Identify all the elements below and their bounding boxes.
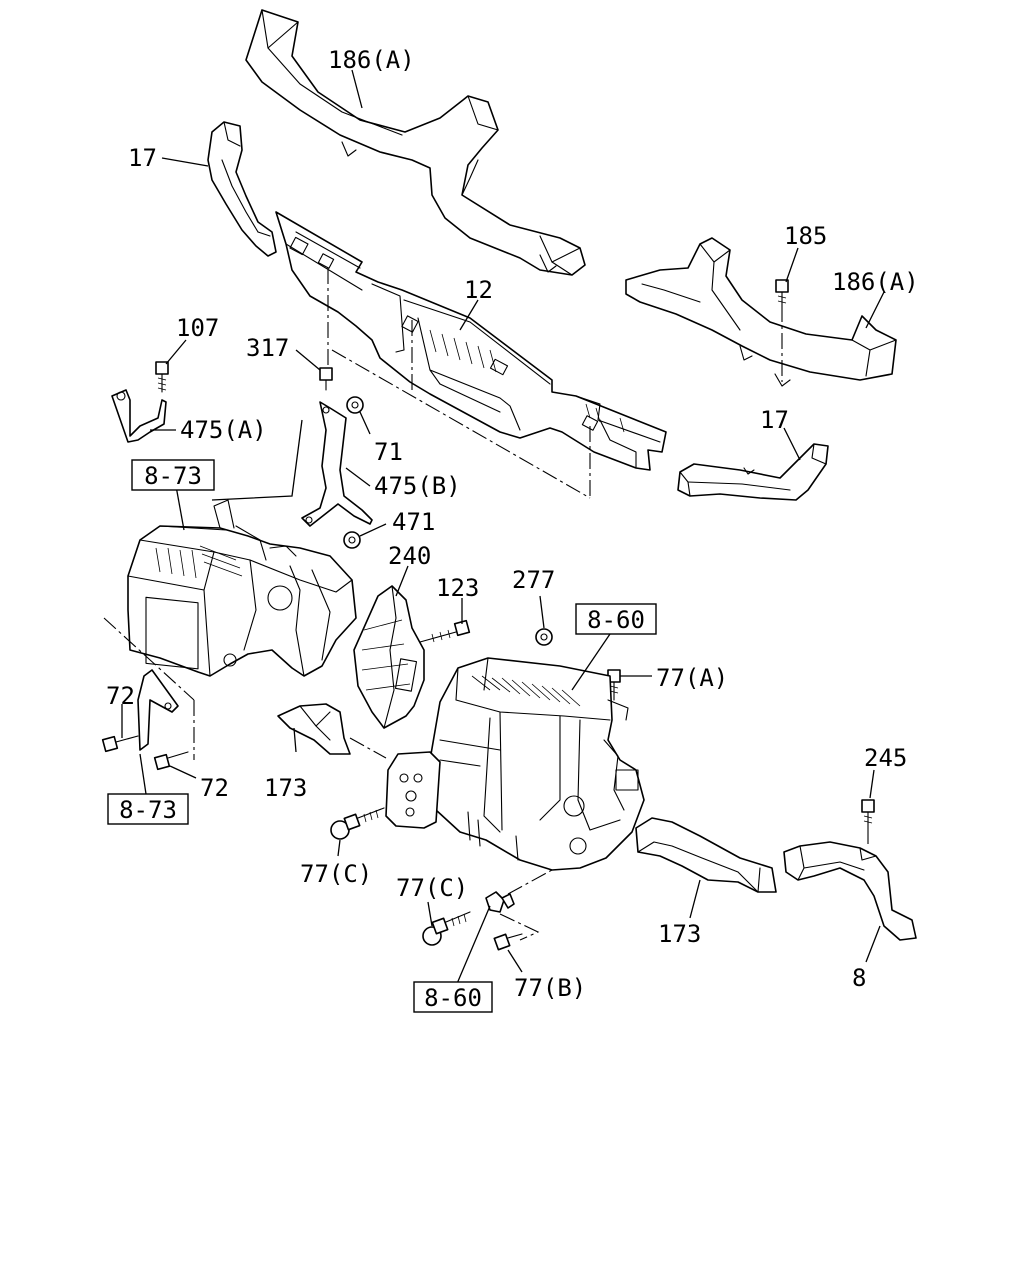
label-173-left: 173 xyxy=(264,774,307,802)
duct-173-left xyxy=(277,703,351,755)
ref-860-bottom-text: 8-60 xyxy=(424,984,482,1012)
screw-77c-bottom xyxy=(422,911,471,946)
label-240: 240 xyxy=(388,542,431,570)
bracket-475a xyxy=(111,389,167,443)
label-186a-top: 186(A) xyxy=(328,46,415,74)
duct-17-left xyxy=(207,121,277,257)
screw-245 xyxy=(861,799,875,829)
clip-8-60 xyxy=(485,891,515,913)
label-8: 8 xyxy=(852,964,866,992)
label-77c-bottom: 77(C) xyxy=(396,874,468,902)
label-475b: 475(B) xyxy=(374,472,461,500)
part-240 xyxy=(353,585,425,729)
label-72-top: 72 xyxy=(106,682,135,710)
screw-72-top xyxy=(101,735,139,753)
screw-72-bottom xyxy=(153,751,189,771)
duct-173-right xyxy=(635,817,777,893)
ref-873-bottom-text: 8-73 xyxy=(119,796,177,824)
ref-box-860-top[interactable]: 8-60 xyxy=(575,603,657,635)
cover-plate xyxy=(385,751,441,829)
label-71: 71 xyxy=(374,438,403,466)
duct-12 xyxy=(275,211,667,471)
bracket-72 xyxy=(137,669,179,751)
ref-box-873-top[interactable]: 8-73 xyxy=(131,459,215,491)
ref-box-860-bottom[interactable]: 8-60 xyxy=(413,981,493,1013)
blower-unit xyxy=(127,499,357,677)
label-475a: 475(A) xyxy=(180,416,267,444)
screw-123 xyxy=(419,619,471,643)
duct-186a-top xyxy=(245,9,586,276)
label-245: 245 xyxy=(864,744,907,772)
heater-unit xyxy=(429,657,645,871)
part-labels: 186(A) 17 12 185 186(A) 107 317 475(A) 7… xyxy=(106,46,919,1002)
label-173-right: 173 xyxy=(658,920,701,948)
label-17-right: 17 xyxy=(760,406,789,434)
label-185: 185 xyxy=(784,222,827,250)
ref-box-873-bottom[interactable]: 8-73 xyxy=(107,793,189,825)
label-77a: 77(A) xyxy=(656,664,728,692)
label-72-bottom: 72 xyxy=(200,774,229,802)
screw-77c-left xyxy=(330,807,385,840)
label-77c-left: 77(C) xyxy=(300,860,372,888)
label-17-left: 17 xyxy=(128,144,157,172)
label-107: 107 xyxy=(176,314,219,342)
duct-8 xyxy=(783,841,917,941)
duct-186a-right xyxy=(625,237,897,387)
label-471: 471 xyxy=(392,508,435,536)
screw-185 xyxy=(775,279,789,307)
screw-317 xyxy=(319,367,333,391)
nut-471 xyxy=(343,531,361,549)
label-12: 12 xyxy=(464,276,493,304)
leader-lines xyxy=(121,69,885,987)
label-186a-right: 186(A) xyxy=(832,268,919,296)
label-317: 317 xyxy=(246,334,289,362)
phantom-lines xyxy=(103,268,869,941)
ref-873-top-text: 8-73 xyxy=(144,462,202,490)
label-123: 123 xyxy=(436,574,479,602)
ref-860-top-text: 8-60 xyxy=(587,606,645,634)
label-277: 277 xyxy=(512,566,555,594)
screw-107 xyxy=(155,361,169,393)
screw-77b xyxy=(493,933,523,951)
nut-71 xyxy=(346,396,364,414)
nut-277 xyxy=(535,628,553,646)
label-77b: 77(B) xyxy=(514,974,586,1002)
duct-17-right xyxy=(677,443,829,501)
bracket-475b xyxy=(301,401,373,527)
